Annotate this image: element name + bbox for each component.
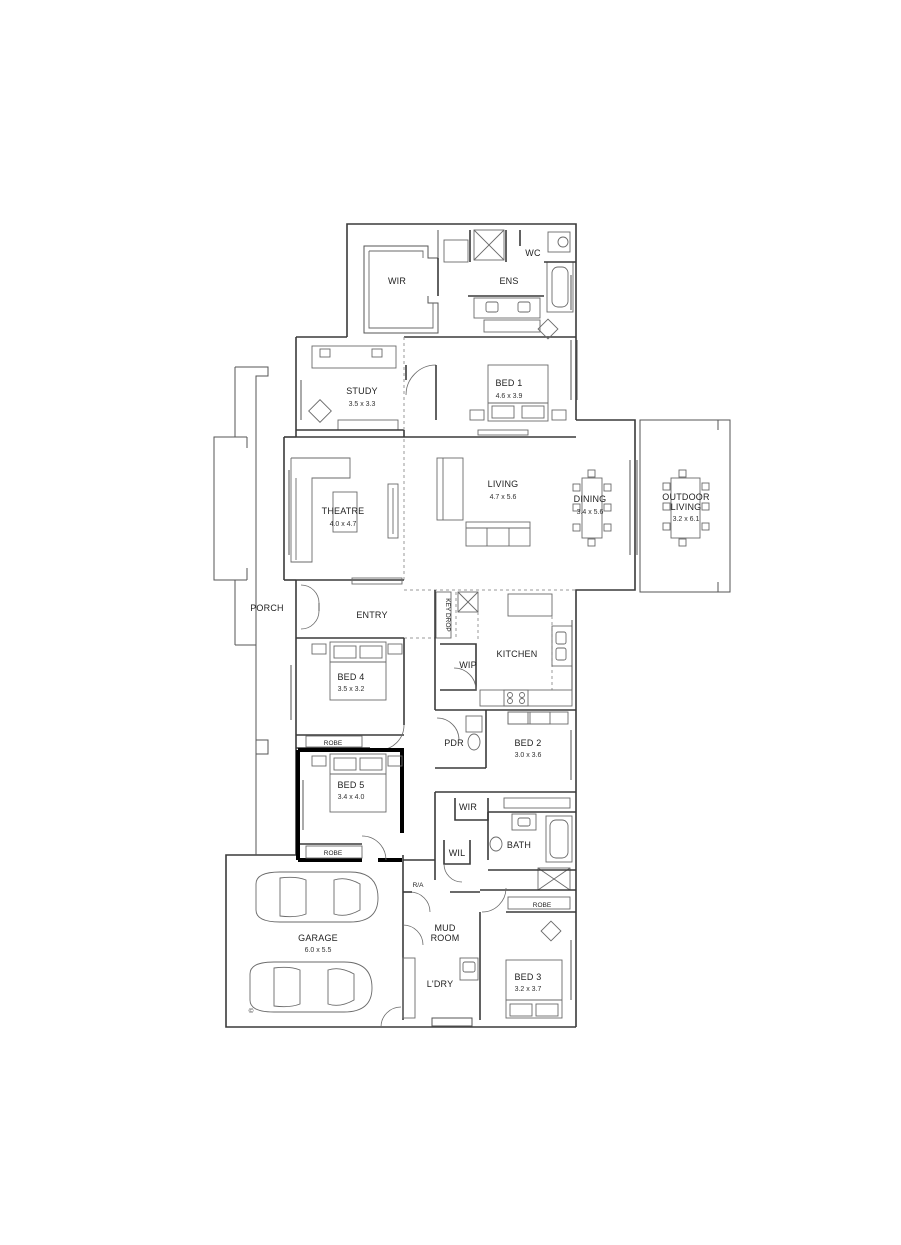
label-ens: ENS xyxy=(499,276,518,286)
label-key-drop: KEY DROP xyxy=(444,598,451,631)
dim-bed1: 4.6 x 3.9 xyxy=(496,393,523,400)
dim-bed4: 3.5 x 3.2 xyxy=(338,686,365,693)
label-pdr: PDR xyxy=(444,738,464,748)
label-living: LIVING xyxy=(488,479,519,489)
label-wc: WC xyxy=(525,248,541,258)
kitchen xyxy=(435,591,576,711)
dim-theatre: 4.0 x 4.7 xyxy=(330,521,357,528)
label-ra: R/A xyxy=(413,882,425,889)
study xyxy=(296,337,405,580)
dim-bed2: 3.0 x 3.6 xyxy=(515,752,542,759)
label-bed2: BED 2 xyxy=(514,738,541,748)
dim-bed5: 3.4 x 4.0 xyxy=(338,794,365,801)
porch-structure xyxy=(213,366,269,855)
bed2-pdr xyxy=(434,710,576,880)
dim-bed3: 3.2 x 3.7 xyxy=(515,986,542,993)
dim-dining: 3.4 x 5.6 xyxy=(577,509,604,516)
label-wir2: WIR xyxy=(459,802,477,812)
room-labels: WIR ENS WC STUDY 3.5 x 3.3 BED 1 4.6 x 3… xyxy=(249,248,710,1015)
label-wir-master: WIR xyxy=(388,276,406,286)
mud-laundry xyxy=(380,859,480,1028)
garage-cars xyxy=(249,871,379,1013)
entry xyxy=(296,584,452,710)
dim-living: 4.7 x 5.6 xyxy=(490,494,517,501)
label-bed1: BED 1 xyxy=(495,378,522,388)
label-bed4: BED 4 xyxy=(337,672,364,682)
label-dining: DINING xyxy=(574,494,607,504)
dim-study: 3.5 x 3.3 xyxy=(349,401,376,408)
living-zone xyxy=(288,429,638,591)
label-bath: BATH xyxy=(507,840,531,850)
label-kitchen: KITCHEN xyxy=(497,649,538,659)
copyright-mark: © xyxy=(249,1007,254,1015)
label-ldry: L'DRY xyxy=(427,979,454,989)
label-robe5: ROBE xyxy=(324,850,343,857)
label-outdoor-1: OUTDOOR xyxy=(662,492,710,502)
label-study: STUDY xyxy=(346,386,378,396)
bed3 xyxy=(479,887,576,1020)
master-suite xyxy=(363,229,578,422)
label-bed3: BED 3 xyxy=(514,972,541,982)
label-porch: PORCH xyxy=(250,603,284,613)
label-outdoor-2: LIVING xyxy=(671,502,702,512)
label-mud-2: ROOM xyxy=(431,933,460,943)
label-wip: WIP xyxy=(459,660,477,670)
label-wil: WIL xyxy=(449,848,466,858)
exterior-walls xyxy=(225,223,636,1028)
label-mud-1: MUD xyxy=(434,923,455,933)
dim-outdoor: 3.2 x 6.1 xyxy=(673,516,700,523)
bed5 xyxy=(296,748,404,862)
label-entry: ENTRY xyxy=(356,610,387,620)
bed4 xyxy=(290,638,405,751)
label-bed5: BED 5 xyxy=(337,780,364,790)
label-robe4: ROBE xyxy=(324,740,343,747)
bath-wil xyxy=(443,811,576,891)
label-garage: GARAGE xyxy=(298,933,338,943)
outdoor-living-structure xyxy=(639,419,731,593)
label-robe3: ROBE xyxy=(533,902,552,909)
dim-garage: 6.0 x 5.5 xyxy=(305,947,332,954)
label-theatre: THEATRE xyxy=(322,506,365,516)
